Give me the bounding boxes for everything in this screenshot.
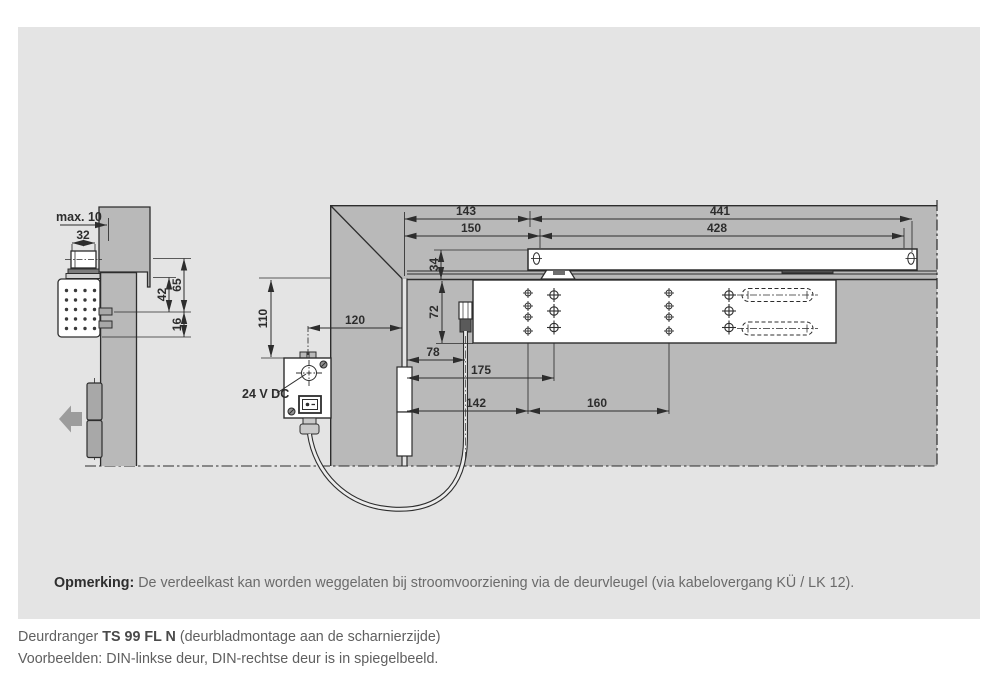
voltage-leader-line	[276, 373, 307, 394]
cable-connector	[458, 301, 473, 333]
dim-34: 34	[427, 258, 441, 272]
opening-direction-arrow-icon	[59, 405, 82, 433]
caption-suffix: (deurbladmontage aan de scharnierzijde)	[175, 629, 441, 645]
cable-gland-neck	[302, 417, 317, 425]
caption-line1: Deurdranger TS 99 FL N (deurbladmontage …	[18, 627, 958, 649]
caption-model: TS 99 FL N	[102, 629, 176, 645]
frame-miter-corner	[330, 205, 403, 279]
dim-16: 16	[170, 318, 184, 332]
slider-shoe-insert	[553, 271, 565, 275]
dimensions-left-view: max. 10 32 65 42 16	[56, 210, 191, 338]
junction-box-tab	[308, 351, 317, 359]
closer-mounting-plate	[472, 279, 837, 414]
label-max-gap: max. 10	[56, 210, 102, 224]
fixing-screw-tab	[98, 320, 113, 329]
dim-428: 428	[707, 221, 727, 235]
cable-cover-upper	[396, 366, 413, 413]
dim-142: 142	[466, 396, 486, 410]
note-label: Opmerking:	[54, 575, 135, 591]
junction-box-tab	[299, 351, 308, 359]
dim-175: 175	[471, 363, 491, 377]
dim-120: 120	[345, 313, 365, 327]
dim-110: 110	[256, 308, 270, 328]
caption-prefix: Deurdranger	[18, 629, 103, 645]
caption-line2: Voorbeelden: DIN-linkse deur, DIN-rechts…	[18, 650, 439, 667]
dimensions-main-view: 143 441 150 428 34 72 110 120 78 175 142…	[256, 204, 913, 415]
dim-42: 42	[155, 288, 169, 302]
mounting-holes-large	[547, 288, 736, 335]
closer-top-strip	[67, 268, 100, 274]
drill-target-icon	[301, 365, 317, 381]
voltage-label: 24 V DC	[242, 387, 289, 401]
door-hinge	[86, 378, 103, 462]
slide-rail	[527, 248, 918, 271]
power-cable	[307, 331, 468, 512]
closer-plate-strip	[65, 273, 101, 279]
dim-78: 78	[426, 345, 440, 359]
door-leaf-section	[100, 272, 137, 466]
dim-441: 441	[710, 204, 730, 218]
cable-gland-nut	[299, 423, 320, 435]
dim-160: 160	[587, 396, 607, 410]
main-elevation-view	[330, 204, 937, 466]
power-switch-icon	[298, 395, 322, 414]
dim-32: 32	[76, 228, 90, 242]
dim-72: 72	[427, 305, 441, 319]
junction-box	[283, 351, 332, 435]
figure-caption: Deurdranger TS 99 FL N (deurbladmontage …	[18, 627, 958, 670]
dim-143: 143	[456, 204, 476, 218]
drawing-note: Opmerking: De verdeelkast kan worden weg…	[54, 574, 959, 592]
screw-icon	[319, 360, 328, 369]
adjustment-slots	[737, 288, 818, 336]
note-text: De verdeelkast kan worden weggelaten bij…	[134, 575, 855, 591]
valve-dot-grid	[64, 288, 97, 331]
mounting-holes-small	[523, 288, 674, 336]
dim-65: 65	[170, 278, 184, 292]
screw-icon	[287, 407, 296, 416]
fixing-screw-tab	[98, 307, 113, 316]
closer-body-end-view	[57, 278, 101, 338]
mounting-plate	[472, 279, 837, 344]
cable-core	[308, 331, 467, 511]
dim-150: 150	[461, 221, 481, 235]
left-section-view	[57, 206, 151, 466]
cable-cover-lower	[396, 411, 413, 457]
